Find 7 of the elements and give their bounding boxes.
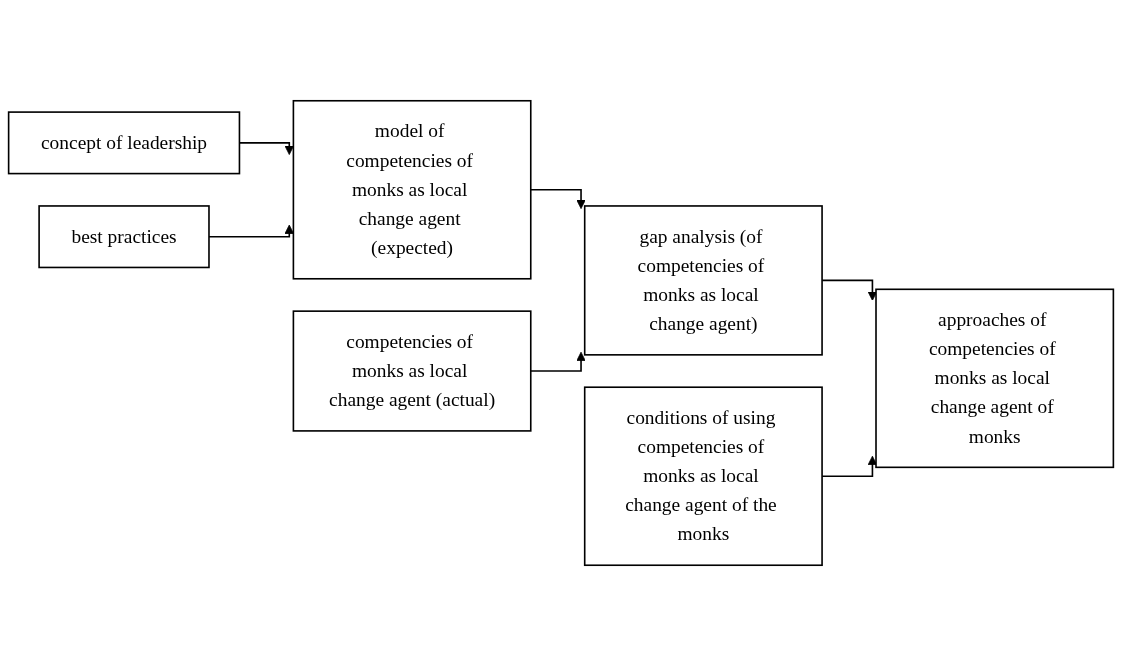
- node-box: gap analysis (of competencies of monks as local change agent): [583, 205, 823, 356]
- node-box: best practices: [38, 205, 210, 269]
- node-box: approaches of competencies of monks as local change agent of monks: [875, 288, 1115, 469]
- node-box: concept of leadership: [7, 111, 241, 175]
- node-box: conditions of using competencies of monks as local change agent of the monks: [583, 386, 823, 567]
- node-box: model of competencies of monks as local change agent (expected): [292, 99, 532, 280]
- node-box: competencies of monks as local change agent (actual): [292, 310, 532, 432]
